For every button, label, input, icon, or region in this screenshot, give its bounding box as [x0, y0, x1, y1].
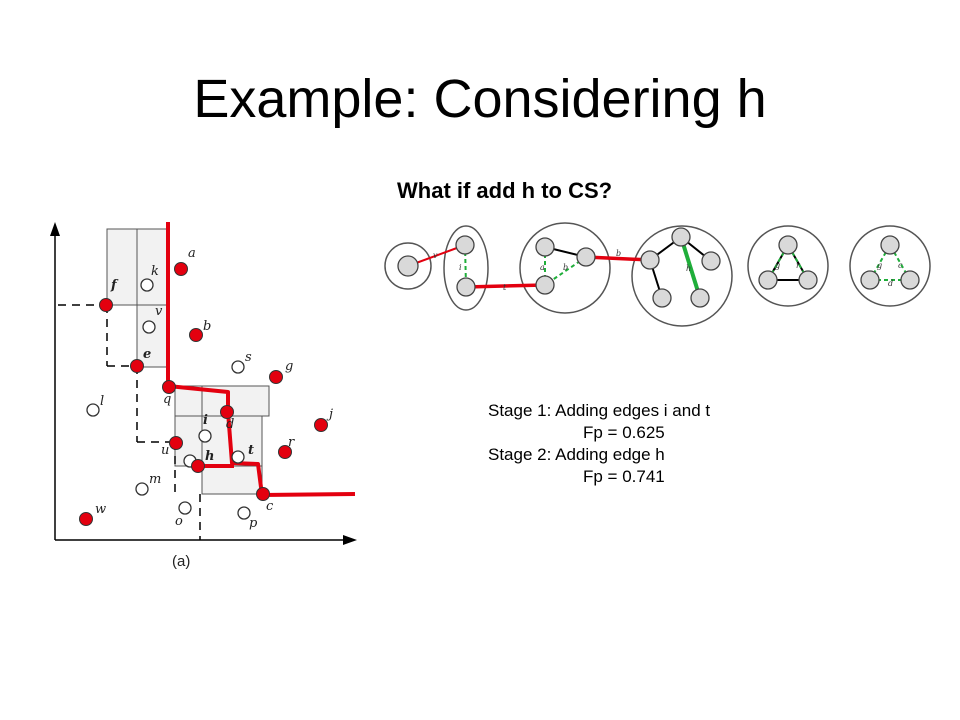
edge-label-b: b — [563, 263, 568, 272]
edge-label-i: i — [459, 263, 462, 272]
point-w — [79, 512, 93, 526]
point-r — [278, 445, 292, 459]
slide-title: Example: Considering h — [193, 69, 767, 129]
label-b: b — [203, 319, 211, 334]
label-h: h — [205, 449, 214, 464]
node-g-left — [758, 270, 778, 290]
node-h-br — [690, 288, 710, 308]
label-e: e — [143, 347, 151, 362]
edge-label-g2: g — [877, 261, 882, 270]
node-i-top — [455, 235, 475, 255]
edge-label-v: v — [433, 251, 438, 260]
point-s — [231, 360, 245, 374]
node-h-right — [701, 251, 721, 271]
label-l: l — [100, 394, 104, 409]
label-u: u — [161, 443, 169, 458]
stage-2-fp: Fp = 0.741 — [583, 467, 665, 486]
label-w: w — [95, 502, 106, 517]
question-text: What if add h to CS? — [397, 178, 613, 203]
edge-label-r: r — [796, 261, 801, 270]
plot-caption: (a) — [172, 553, 190, 570]
label-d: d — [226, 417, 234, 432]
node-g-right — [798, 270, 818, 290]
point-v — [142, 320, 156, 334]
label-j: j — [326, 407, 333, 422]
point-h — [191, 459, 205, 473]
component-2 — [443, 225, 489, 311]
hollow-points — [86, 278, 251, 520]
label-s: s — [245, 350, 252, 365]
node-a — [535, 237, 555, 257]
label-g: g — [285, 359, 293, 374]
node-h-bl — [652, 288, 672, 308]
label-i: i — [203, 413, 208, 428]
red-points — [79, 262, 328, 526]
stage-1-heading: Stage 1: Adding edges i and t — [488, 401, 711, 420]
label-a: a — [188, 246, 196, 261]
label-f: f — [110, 278, 119, 293]
label-m: m — [149, 472, 161, 487]
edge-label-b2: b — [616, 249, 621, 258]
label-q: q — [163, 392, 171, 407]
red-edge-b — [585, 255, 651, 262]
stage-2-heading: Stage 2: Adding edge h — [488, 445, 665, 464]
point-b — [189, 328, 203, 342]
node-c-top — [880, 235, 900, 255]
axes — [50, 222, 357, 545]
edge-label-d: d — [888, 279, 893, 288]
node-g-top — [778, 235, 798, 255]
component-3 — [519, 222, 611, 314]
point-o — [178, 501, 192, 515]
label-v: v — [155, 304, 163, 319]
point-i — [198, 429, 212, 443]
node-i-bottom — [456, 277, 476, 297]
edge-label-c: c — [898, 261, 903, 270]
point-k — [140, 278, 154, 292]
label-t: t — [248, 443, 254, 458]
component-1 — [384, 242, 432, 290]
edge-label-g: g — [775, 261, 780, 270]
edge-label-a: a — [540, 263, 545, 272]
label-c: c — [266, 499, 274, 514]
node-a-bottom — [535, 275, 555, 295]
node-b — [576, 247, 596, 267]
stages-block: Stage 1: Adding edges i and t Fp = 0.625… — [488, 400, 710, 488]
component-4 — [631, 225, 733, 327]
point-g — [269, 370, 283, 384]
edge-label-h: h — [686, 264, 691, 273]
point-j — [314, 418, 328, 432]
component-5 — [747, 225, 829, 307]
node-c-right — [900, 270, 920, 290]
point-h-upper — [169, 436, 183, 450]
label-p: p — [249, 516, 258, 531]
point-c — [256, 487, 270, 501]
red-edge-t — [465, 283, 546, 289]
green-edge-h — [679, 236, 702, 299]
point-a — [174, 262, 188, 276]
node-1 — [397, 255, 419, 277]
label-o: o — [175, 514, 183, 529]
node-h-top — [671, 227, 691, 247]
component-6 — [849, 225, 931, 307]
stage-1-fp: Fp = 0.625 — [583, 423, 665, 442]
point-f — [99, 298, 113, 312]
node-h-left — [640, 250, 660, 270]
point-d — [220, 405, 234, 419]
point-e — [130, 359, 144, 373]
label-k: k — [151, 264, 159, 279]
edge-label-t: t — [503, 283, 507, 292]
dashed-guides — [58, 304, 201, 540]
node-c-left — [860, 270, 880, 290]
point-l — [86, 403, 100, 417]
point-m — [135, 482, 149, 496]
box-middle — [136, 304, 168, 368]
point-q — [162, 380, 176, 394]
point-p — [237, 506, 251, 520]
point-t — [231, 450, 245, 464]
label-r: r — [288, 435, 295, 450]
